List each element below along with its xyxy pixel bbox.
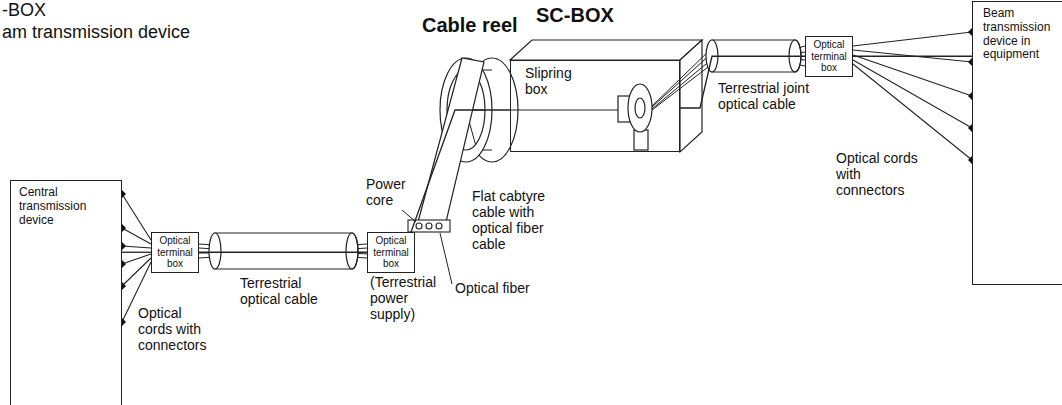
optical-fiber-core [436,223,442,229]
terminal-box: Optical terminal box [805,36,853,77]
sc-box-housing [510,40,702,152]
box-top-face [510,40,702,60]
box-side-face [680,40,702,152]
leader-line [440,233,452,284]
part-label: Optical cords with connectors [138,305,206,353]
node-title: SC-BOX [536,4,614,27]
node-title: Optical terminal box [811,39,847,74]
terminal-box: Optical terminal box(Terrestrial power s… [367,232,415,273]
node-subtitle: (Terrestrial power supply) [370,274,450,322]
part-label: Power core [366,176,406,208]
slipring [618,84,652,150]
optical-cord [853,32,972,46]
cable-end [209,233,221,269]
cropped-label: -BOX [2,0,46,21]
fiber-line [652,59,712,109]
device-box: Beam transmission device in equipment [972,1,1062,285]
optical-cords [122,32,972,322]
terrestrial-optical-cable [209,233,358,269]
part-label: Optical cords with connectors [836,150,928,198]
reel-axle [510,109,628,110]
device-box: Central transmission device [10,180,122,405]
node-title: Central transmission device [19,186,97,227]
optical-cord [853,50,972,62]
cable-end [346,233,358,269]
optical-cord [122,194,151,240]
slipring-rotor [628,84,652,132]
node-title: Optical terminal box [373,235,409,270]
terminal-box: Optical terminal box [151,232,199,273]
connector-diamonds [118,28,976,326]
leader-line [402,210,416,222]
optical-cord [853,55,972,96]
cable-body [215,233,358,269]
part-label: Flat cabtyre cable with optical fiber ca… [472,188,572,252]
part-label: Optical fiber [455,280,530,296]
node-title: Beam transmission device in equipment [983,7,1061,62]
slipring-core [635,98,645,118]
fiber-line [652,53,712,107]
cropped-label: am transmission device [2,22,190,43]
node-subtitle: Slipring box [525,65,572,97]
slipring-stand [634,130,648,150]
part-title: Cable reel [422,14,518,37]
slipring-box: SC-BOXSlipring box [510,60,680,152]
node-title: Optical terminal box [157,235,193,270]
optical-cord [122,228,151,244]
cable-connector [199,252,367,253]
optical-cord [853,64,972,160]
part-label: Terrestrial joint optical cable [718,80,818,112]
cable-connector [122,252,151,253]
optical-cord [853,60,972,128]
power-core [426,223,432,229]
part-label: Terrestrial optical cable [240,275,335,307]
power-core [416,223,422,229]
fiber-line [652,64,712,110]
cable-connector [853,56,972,57]
optical-cord [122,246,151,248]
